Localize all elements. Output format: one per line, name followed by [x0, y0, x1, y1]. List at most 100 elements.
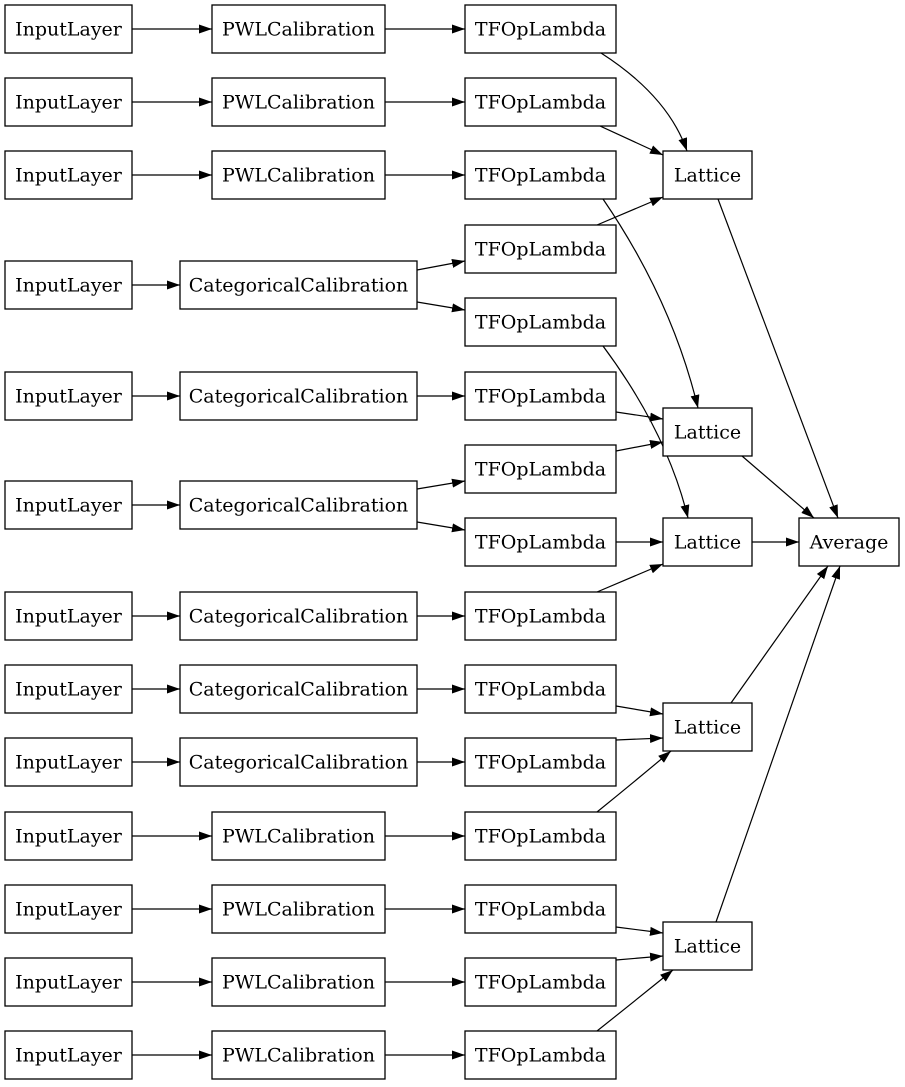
node-input12: InputLayer: [4, 957, 133, 1007]
node-input5: InputLayer: [4, 371, 133, 421]
input6-box: [4, 480, 133, 530]
node-input4: InputLayer: [4, 260, 133, 310]
input9-box: [4, 737, 133, 787]
pwl1-box: [211, 4, 386, 54]
input11-label: InputLayer: [15, 898, 123, 920]
tfop10-label: TFOpLambda: [475, 678, 606, 700]
input10-label: InputLayer: [15, 825, 123, 847]
node-input10: InputLayer: [4, 811, 133, 861]
tfop7-label: TFOpLambda: [475, 458, 606, 480]
pwl4-box: [211, 811, 386, 861]
tfop5-box: [464, 297, 617, 347]
cat6-label: CategoricalCalibration: [189, 751, 409, 773]
node-lattice5: Lattice: [662, 921, 753, 971]
input4-label: InputLayer: [15, 274, 123, 296]
tfop12-box: [464, 811, 617, 861]
tfop4-label: TFOpLambda: [475, 238, 606, 260]
input1-label: InputLayer: [15, 18, 123, 40]
tfop8-box: [464, 517, 617, 567]
input7-box: [4, 591, 133, 641]
input5-label: InputLayer: [15, 385, 123, 407]
lattice5-box: [662, 921, 753, 971]
node-pwl1: PWLCalibration: [211, 4, 386, 54]
edge-tfop10-to-lattice4: [615, 705, 664, 717]
node-input7: InputLayer: [4, 591, 133, 641]
tfop12-label: TFOpLambda: [475, 825, 606, 847]
cat6-box: [179, 737, 418, 787]
pwl2-box: [211, 77, 386, 127]
cat3-box: [179, 480, 418, 530]
edges-layer: [132, 24, 841, 1060]
pwl6-box: [211, 957, 386, 1007]
node-cat4: CategoricalCalibration: [179, 591, 418, 641]
lattice3-box: [662, 517, 753, 567]
input4-box: [4, 260, 133, 310]
input13-label: InputLayer: [15, 1044, 123, 1066]
tfop10-box: [464, 664, 617, 714]
edge-tfop6-to-lattice2: [615, 411, 664, 422]
node-tfop7: TFOpLambda: [464, 444, 617, 494]
input1-box: [4, 4, 133, 54]
edge-tfop11-to-lattice4: [615, 734, 664, 744]
lattice4-box: [662, 702, 753, 752]
edge-cat1-to-tfop5: [416, 301, 466, 313]
tfop2-label: TFOpLambda: [475, 91, 606, 113]
tfop6-box: [464, 371, 617, 421]
node-tfop13: TFOpLambda: [464, 884, 617, 934]
tfop4-box: [464, 224, 617, 274]
tfop3-box: [464, 150, 617, 200]
node-cat1: CategoricalCalibration: [179, 260, 418, 310]
node-lattice4: Lattice: [662, 702, 753, 752]
pwl5-label: PWLCalibration: [222, 898, 375, 920]
edge-lattice5-to-average: [715, 565, 841, 923]
node-pwl2: PWLCalibration: [211, 77, 386, 127]
pwl4-label: PWLCalibration: [222, 825, 375, 847]
edge-lattice1-to-average: [717, 198, 839, 519]
node-cat3: CategoricalCalibration: [179, 480, 418, 530]
tfop13-label: TFOpLambda: [475, 898, 606, 920]
node-lattice2: Lattice: [662, 407, 753, 457]
node-cat2: CategoricalCalibration: [179, 371, 418, 421]
tfop3-label: TFOpLambda: [475, 164, 606, 186]
cat2-label: CategoricalCalibration: [189, 385, 409, 407]
tfop5-label: TFOpLambda: [475, 311, 606, 333]
tfop13-box: [464, 884, 617, 934]
tfop11-box: [464, 737, 617, 787]
node-input2: InputLayer: [4, 77, 133, 127]
node-tfop9: TFOpLambda: [464, 591, 617, 641]
node-pwl7: PWLCalibration: [211, 1030, 386, 1080]
input8-box: [4, 664, 133, 714]
node-pwl3: PWLCalibration: [211, 150, 386, 200]
pwl1-label: PWLCalibration: [222, 18, 375, 40]
node-tfop1: TFOpLambda: [464, 4, 617, 54]
input3-label: InputLayer: [15, 164, 123, 186]
tfop9-box: [464, 591, 617, 641]
pwl3-label: PWLCalibration: [222, 164, 375, 186]
node-tfop15: TFOpLambda: [464, 1030, 617, 1080]
input12-label: InputLayer: [15, 971, 123, 993]
node-cat6: CategoricalCalibration: [179, 737, 418, 787]
lattice1-box: [662, 150, 753, 200]
cat1-label: CategoricalCalibration: [189, 274, 409, 296]
edge-tfop7-to-lattice2: [615, 440, 664, 452]
tfop8-label: TFOpLambda: [475, 531, 606, 553]
node-cat5: CategoricalCalibration: [179, 664, 418, 714]
edge-tfop15-to-lattice5: [596, 969, 674, 1032]
node-pwl6: PWLCalibration: [211, 957, 386, 1007]
tfop2-box: [464, 77, 617, 127]
node-tfop4: TFOpLambda: [464, 224, 617, 274]
input13-box: [4, 1030, 133, 1080]
input8-label: InputLayer: [15, 678, 123, 700]
tfop1-box: [464, 4, 617, 54]
tfop6-label: TFOpLambda: [475, 385, 606, 407]
lattice4-label: Lattice: [674, 716, 741, 738]
tfop14-label: TFOpLambda: [475, 971, 606, 993]
input6-label: InputLayer: [15, 494, 123, 516]
node-input13: InputLayer: [4, 1030, 133, 1080]
cat1-box: [179, 260, 418, 310]
node-tfop3: TFOpLambda: [464, 150, 617, 200]
tfop14-box: [464, 957, 617, 1007]
edge-tfop3-to-lattice2: [602, 198, 700, 409]
